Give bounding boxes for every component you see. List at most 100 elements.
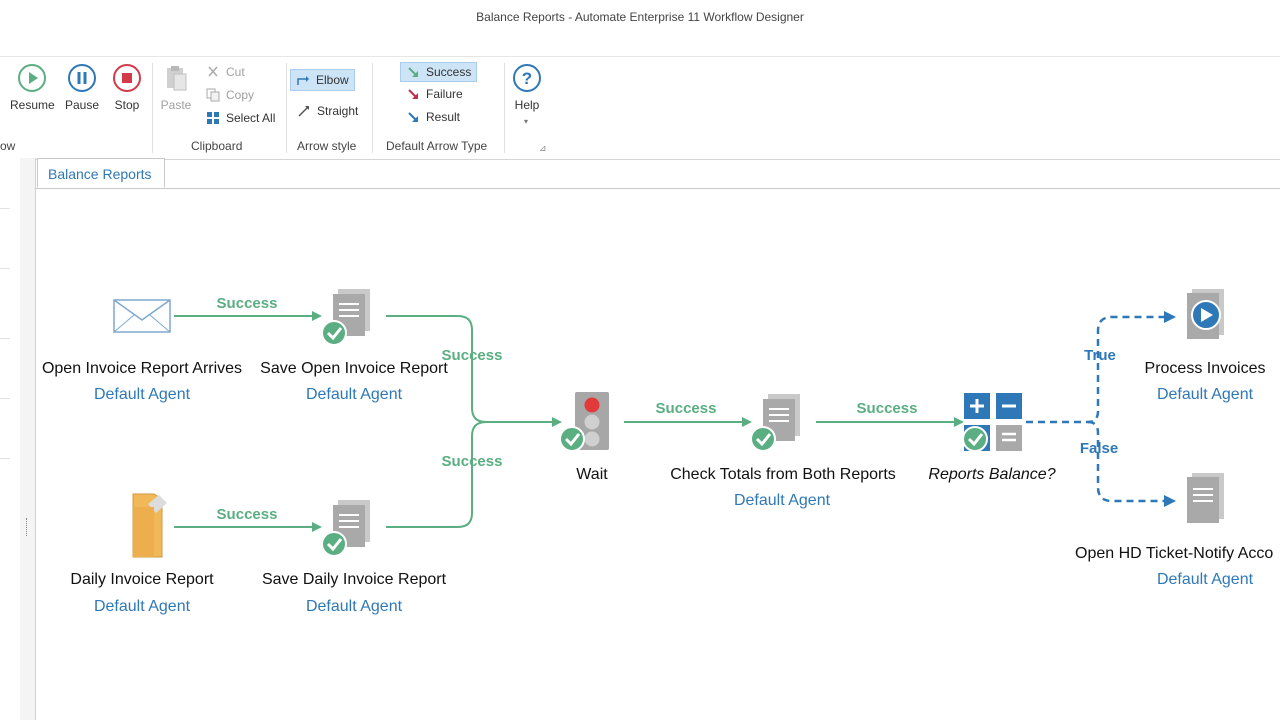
select-all-button[interactable]: Select All [206,109,275,127]
failure-arrow-button[interactable]: Failure [406,85,463,103]
resume-button[interactable]: Resume [10,63,55,112]
clipboard-group-label: Clipboard [191,139,243,153]
edge-label-success: Success [856,400,918,417]
success-arrow-button[interactable]: Success [400,62,478,82]
copy-icon [206,88,220,102]
ribbon: ow Resume Pause Stop Paste [0,56,1280,160]
pane-divider [0,398,10,399]
edge-label-true: True [1084,347,1116,364]
document-check-icon[interactable] [321,289,370,346]
straight-label: Straight [317,104,359,118]
cut-button[interactable]: Cut [206,63,245,81]
edge-arrow[interactable] [386,421,487,528]
node-daily-invoice-agent[interactable]: Default Agent [93,598,191,615]
node-open-hd-ticket-agent[interactable]: Default Agent [1156,571,1254,588]
edge-label-success: Success [216,295,278,312]
edge-label-success: Success [655,400,717,417]
edge-label-success: Success [216,506,278,523]
help-label: Help [514,98,540,112]
ribbon-divider [504,63,505,153]
pane-divider [0,458,10,459]
success-label: Success [426,65,472,79]
help-dropdown-icon[interactable]: ▾ [524,117,529,126]
edge-label-false: False [1079,440,1119,457]
node-wait-label: Wait [576,466,608,483]
copy-label: Copy [226,88,255,102]
straight-button[interactable]: Straight [297,102,358,120]
document-tab-strip: Balance Reports [36,158,1280,189]
default-arrow-type-group-label: Default Arrow Type [386,139,488,153]
node-open-invoice-label: Open Invoice Report Arrives [41,360,243,377]
node-check-totals-label: Check Totals from Both Reports [670,466,896,483]
scissors-icon [208,66,218,77]
pane-divider [0,268,10,269]
node-open-hd-ticket-label: Open HD Ticket-Notify Acco [1075,545,1274,562]
envelope-icon[interactable] [113,299,171,333]
workflow-canvas[interactable]: Success Success Success Success Success … [36,189,1280,720]
node-save-daily-label: Save Daily Invoice Report [261,571,447,588]
pane-divider [0,208,10,209]
node-process-invoices-label: Process Invoices [1144,360,1266,377]
pause-button[interactable]: Pause [60,63,104,112]
arrow-style-group-label: Arrow style [297,139,357,153]
ribbon-divider [286,63,287,153]
success-arrow-icon [408,67,418,77]
folder-icon[interactable] [132,493,167,558]
traffic-light-icon[interactable] [559,392,609,452]
elbow-button[interactable]: Elbow [290,69,355,91]
elbow-label: Elbow [316,73,349,87]
node-process-invoices-agent[interactable]: Default Agent [1156,386,1254,403]
node-save-daily-agent[interactable]: Default Agent [305,598,403,615]
elbow-arrow-icon [297,76,309,85]
pause-label: Pause [64,98,100,112]
pane-splitter[interactable] [20,158,36,720]
workflow-diagram [113,289,1224,558]
tab-balance-reports[interactable]: Balance Reports [37,158,165,188]
paste-icon [167,66,187,91]
node-check-totals-agent[interactable]: Default Agent [733,492,831,509]
stop-label: Stop [114,98,140,112]
edge-label-success: Success [441,347,503,364]
node-reports-balance-label: Reports Balance? [928,466,1056,483]
workflow-group-label: ow [0,139,16,153]
edge-arrow[interactable] [1087,420,1176,507]
result-arrow-icon [408,112,418,122]
result-label: Result [426,110,461,124]
node-open-invoice-agent[interactable]: Default Agent [93,386,191,403]
cut-label: Cut [226,65,245,79]
select-all-icon [207,112,219,124]
node-save-open-label: Save Open Invoice Report [260,360,448,377]
svg-text:?: ? [522,69,532,88]
ribbon-divider [372,63,373,153]
paste-button[interactable]: Paste [154,63,198,112]
help-button[interactable]: ? Help [505,63,549,112]
result-arrow-button[interactable]: Result [406,108,460,126]
failure-arrow-icon [408,89,418,99]
title-bar: Balance Reports - Automate Enterprise 11… [0,0,1280,34]
pause-icon [68,64,96,92]
stop-icon [113,64,141,92]
dialog-launcher-icon[interactable]: ⊿ [539,143,547,153]
calculator-icon[interactable] [962,393,1022,452]
node-daily-invoice-label: Daily Invoice Report [70,571,214,588]
help-icon: ? [513,64,541,92]
select-all-label: Select All [226,111,276,125]
document-check-icon[interactable] [750,394,800,452]
node-save-open-agent[interactable]: Default Agent [305,386,403,403]
ribbon-divider [152,63,153,153]
pane-divider [0,338,10,339]
document-play-icon[interactable] [1187,289,1224,339]
straight-arrow-icon [298,106,309,117]
resume-label: Resume [10,98,55,112]
play-icon [18,64,46,92]
paste-label: Paste [160,98,192,112]
edge-label-success: Success [441,453,503,470]
stop-button[interactable]: Stop [105,63,149,112]
document-icon[interactable] [1187,473,1224,523]
document-check-icon[interactable] [321,500,370,557]
copy-button[interactable]: Copy [206,86,254,104]
left-pane [0,158,21,720]
window-title: Balance Reports - Automate Enterprise 11… [476,10,804,24]
edge-arrow[interactable] [386,315,562,427]
grip-icon [26,518,29,536]
